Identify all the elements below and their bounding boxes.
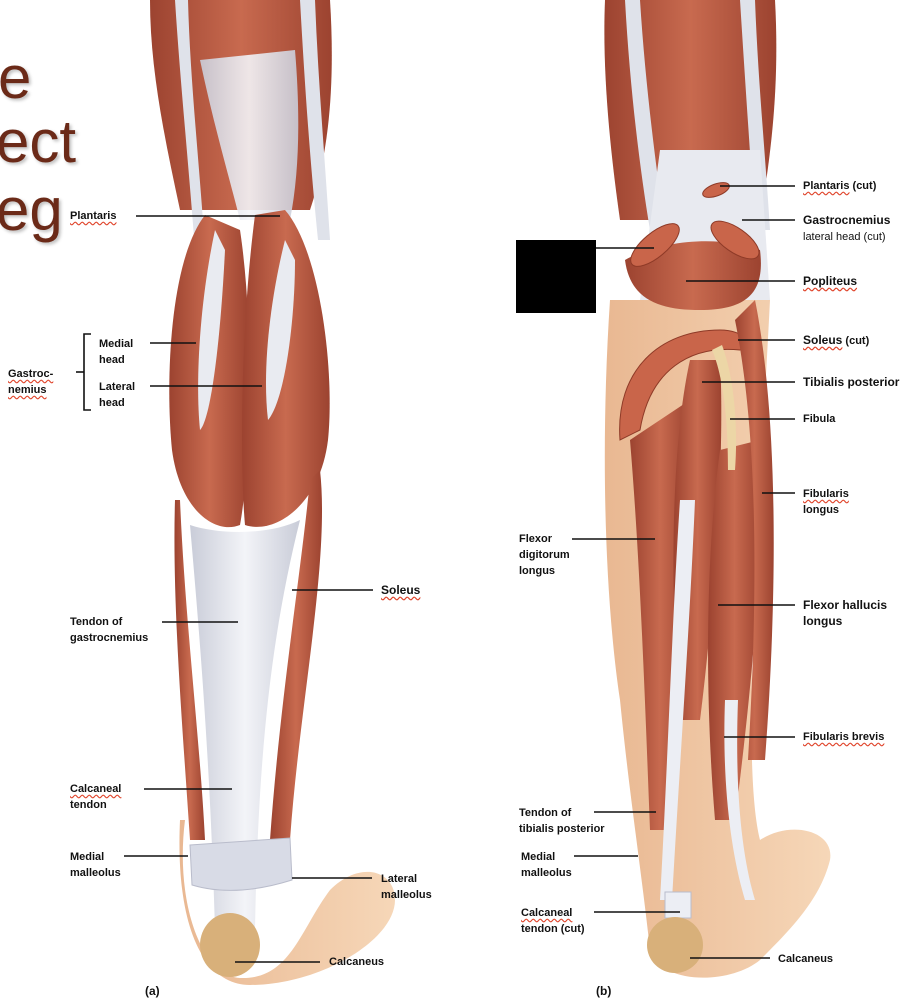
- panel-a-tendon-strip2: [300, 0, 330, 240]
- panel-b-calcaneal-cut: [664, 891, 692, 919]
- label-tibialis-posterior: Tibialis posterior: [803, 375, 900, 389]
- title-fragment-3: eg: [0, 176, 63, 243]
- panel-a-heel: [179, 820, 395, 985]
- panel-a-lateral-aponeurosis: [265, 240, 295, 420]
- panel-b-leaders: [572, 185, 795, 959]
- panel-a-tendon-strip: [175, 0, 205, 250]
- panel-b-fibularis: [735, 300, 774, 760]
- panel-a-popliteal: [200, 50, 299, 220]
- label-fibularis-brevis: Fibularis brevis: [803, 731, 885, 743]
- panel-letter-a: (a): [145, 984, 160, 998]
- panel-b-fibula: [712, 345, 737, 470]
- panel-a-retinaculum: [189, 837, 293, 891]
- panel-a-leaders: [76, 215, 373, 963]
- panel-b-tendon-strip: [625, 0, 665, 230]
- label-gastrocnemius: Gastroc- nemius: [8, 368, 54, 396]
- label-soleus-cut: Soleus (cut): [803, 333, 870, 347]
- label-calcaneus-a: Calcaneus: [329, 956, 385, 968]
- title-fragment-2: ect: [0, 108, 77, 175]
- label-plantaris: Plantaris: [70, 210, 117, 222]
- panel-b-leg: [604, 0, 831, 978]
- title-fragment-1: e: [0, 44, 32, 111]
- panel-a-calcaneus-bone: [200, 913, 260, 977]
- panel-b-gastro-cut: [710, 220, 760, 260]
- panel-a-soleus-medial: [174, 500, 205, 840]
- label-soleus: Soleus: [381, 583, 421, 597]
- label-plantaris-cut: Plantaris (cut): [803, 180, 877, 192]
- panel-b-fhl: [708, 440, 761, 820]
- redacted-label-box: [516, 240, 596, 313]
- panel-b-gastro-medial-cut: [630, 223, 680, 267]
- label-popliteus: Popliteus: [803, 274, 858, 288]
- panel-a-leg: [150, 0, 395, 985]
- panel-b-tendon-fhl: [724, 700, 755, 900]
- panel-b-tendon-strip2: [740, 0, 770, 230]
- panel-a-soleus: [270, 470, 323, 840]
- label-fibula: Fibula: [803, 413, 836, 425]
- panel-b-popliteus: [625, 241, 761, 310]
- gastroc-bracket: [83, 333, 91, 411]
- panel-a-medial-aponeurosis: [198, 230, 225, 430]
- panel-b-calcaneus-bone: [647, 917, 703, 973]
- panel-letter-b: (b): [596, 984, 612, 998]
- label-calcaneus-b: Calcaneus: [778, 953, 834, 965]
- panel-a-lateral-head: [242, 210, 330, 527]
- panel-b-tendon-flexor: [660, 500, 695, 900]
